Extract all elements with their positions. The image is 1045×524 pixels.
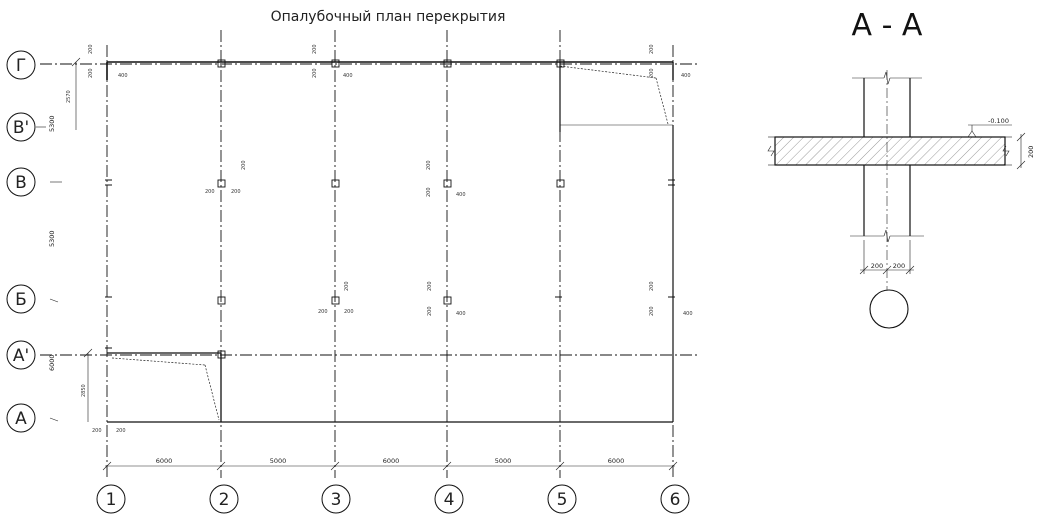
bay-dim-5: 6000 bbox=[608, 457, 625, 465]
svg-text:200: 200 bbox=[426, 160, 432, 170]
svg-text:200: 200 bbox=[88, 68, 94, 78]
svg-text:200: 200 bbox=[205, 189, 215, 195]
bay-dim-1: 6000 bbox=[156, 457, 173, 465]
svg-text:200: 200 bbox=[312, 44, 318, 54]
column bbox=[217, 350, 226, 359]
col-axis-label-5: 5 bbox=[557, 490, 568, 510]
column bbox=[217, 296, 226, 305]
slab-thickness: 200 bbox=[1027, 146, 1035, 158]
column bbox=[217, 179, 226, 188]
row-axis-label-v: В bbox=[15, 173, 27, 193]
plan-title: Опалубочный план перекрытия bbox=[271, 9, 506, 25]
svg-text:200: 200 bbox=[344, 309, 354, 315]
column-dimension-labels: 200 200 400 200 200 400 200 200 400 200 … bbox=[88, 44, 693, 434]
svg-text:200: 200 bbox=[116, 428, 126, 434]
left-dim-top: 2570 bbox=[66, 90, 72, 103]
columns bbox=[105, 59, 675, 359]
svg-text:200: 200 bbox=[426, 187, 432, 197]
svg-text:200: 200 bbox=[649, 44, 655, 54]
column bbox=[443, 59, 452, 68]
col-axis-label-4: 4 bbox=[444, 490, 455, 510]
column bbox=[331, 59, 340, 68]
column bbox=[443, 179, 452, 188]
svg-text:400: 400 bbox=[683, 311, 693, 317]
svg-text:200: 200 bbox=[312, 68, 318, 78]
svg-text:200: 200 bbox=[344, 281, 350, 291]
row-axis-label-v-prime: В' bbox=[13, 118, 29, 138]
svg-text:200: 200 bbox=[241, 160, 247, 170]
column bbox=[556, 59, 565, 68]
svg-text:400: 400 bbox=[681, 73, 691, 79]
svg-text:400: 400 bbox=[343, 73, 353, 79]
row-axis-label-g: Г bbox=[16, 56, 26, 76]
svg-text:200: 200 bbox=[88, 44, 94, 54]
svg-text:200: 200 bbox=[92, 428, 102, 434]
section-aa: А - А -0.100 200 bbox=[767, 8, 1035, 329]
section-title: А - А bbox=[852, 8, 923, 43]
half-width-right: 200 bbox=[893, 262, 905, 270]
left-dimensions: 2570 5300 5300 6000 2850 bbox=[48, 57, 93, 422]
svg-text:400: 400 bbox=[456, 192, 466, 198]
svg-text:400: 400 bbox=[118, 73, 128, 79]
col-axis-bubbles: 1 2 3 4 5 6 bbox=[96, 484, 690, 514]
bay-dim-4: 5000 bbox=[495, 457, 512, 465]
svg-text:200: 200 bbox=[318, 309, 328, 315]
col-axis-label-6: 6 bbox=[670, 490, 681, 510]
row-axis-label-a-prime: А' bbox=[13, 346, 29, 366]
svg-text:200: 200 bbox=[649, 306, 655, 316]
row-dim-2: 5300 bbox=[48, 230, 56, 247]
svg-text:200: 200 bbox=[427, 281, 433, 291]
svg-text:200: 200 bbox=[649, 281, 655, 291]
column bbox=[331, 296, 340, 305]
col-axis-label-1: 1 bbox=[106, 490, 117, 510]
column bbox=[331, 179, 340, 188]
elevation-mark: -0.100 bbox=[988, 117, 1009, 125]
column bbox=[443, 296, 452, 305]
row-dim-3: 6000 bbox=[48, 354, 56, 371]
row-axis-label-a: А bbox=[15, 409, 27, 429]
col-axis-label-3: 3 bbox=[331, 490, 342, 510]
bottom-dimension-chain: 6000 5000 6000 5000 6000 bbox=[102, 457, 678, 471]
col-axis-label-2: 2 bbox=[219, 490, 230, 510]
column bbox=[217, 59, 226, 68]
grid-axes bbox=[40, 30, 698, 478]
row-axis-bubbles: Г В' В Б А' А bbox=[6, 50, 62, 433]
bay-dim-3: 6000 bbox=[383, 457, 400, 465]
slab-section bbox=[774, 136, 1006, 166]
half-width-left: 200 bbox=[871, 262, 883, 270]
slab-outline bbox=[106, 61, 674, 423]
svg-text:200: 200 bbox=[231, 189, 241, 195]
column bbox=[556, 179, 565, 188]
svg-text:200: 200 bbox=[427, 306, 433, 316]
row-dim-1: 5300 bbox=[48, 115, 56, 132]
bay-dim-2: 5000 bbox=[270, 457, 287, 465]
left-dim-bottom: 2850 bbox=[81, 384, 87, 397]
row-axis-label-b: Б bbox=[15, 290, 27, 310]
section-axis-bubble bbox=[869, 289, 909, 329]
svg-text:400: 400 bbox=[456, 311, 466, 317]
svg-text:200: 200 bbox=[649, 68, 655, 78]
